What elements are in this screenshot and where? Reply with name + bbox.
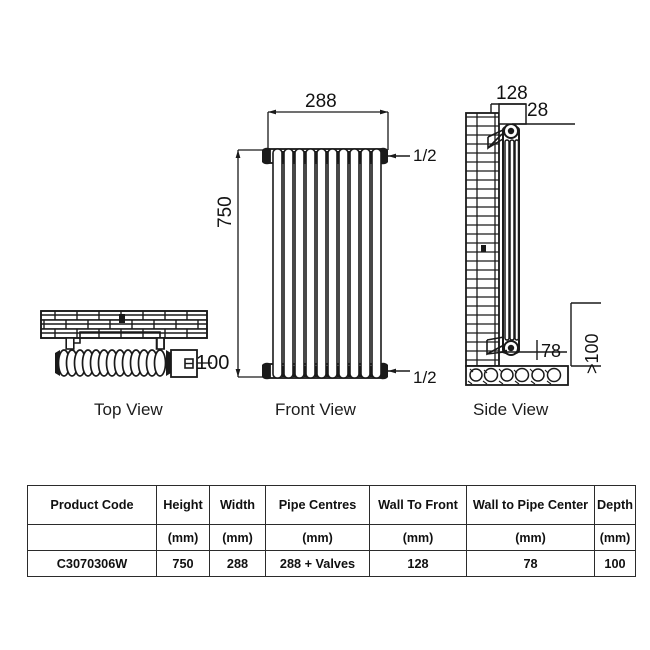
- top-view-group: [40, 310, 212, 378]
- front-height-dimension-text: 750: [215, 196, 236, 228]
- side-wall-to-pipe-text: 78: [541, 341, 562, 361]
- side-wall-to-front-dimension: [490, 103, 527, 125]
- front-width-dimension-text: 288: [305, 91, 337, 112]
- top-view-pipes: [65, 331, 165, 350]
- cell-wall-to-front: 128: [369, 550, 467, 577]
- unit-pipe-centres: (mm): [265, 524, 370, 551]
- table-units-row: (mm) (mm) (mm) (mm) (mm) (mm): [27, 524, 636, 551]
- header-depth: Depth: [594, 485, 636, 525]
- unit-depth: (mm): [594, 524, 636, 551]
- unit-wall-to-pipe-center: (mm): [466, 524, 595, 551]
- top-view-radiator: [55, 349, 198, 378]
- front-view-radiator: [262, 147, 388, 380]
- front-view-label: Front View: [275, 400, 356, 419]
- unit-height: (mm): [156, 524, 210, 551]
- side-floor-clearance-text: >100: [582, 333, 602, 374]
- side-view-floor: [465, 365, 569, 386]
- cell-depth: 100: [594, 550, 636, 577]
- table-header-row: Product Code Height Width Pipe Centres W…: [27, 485, 636, 525]
- cell-product-code: C3070306W: [27, 550, 157, 577]
- bottom-connection-size-text: 1/2: [413, 368, 437, 387]
- front-width-dimension: [267, 109, 389, 150]
- side-view-radiator: [502, 123, 520, 356]
- header-wall-to-pipe-center: Wall to Pipe Center: [466, 485, 595, 525]
- top-view-depth-dimension-text: 100: [196, 352, 230, 374]
- side-floor-clearance-dimension: [570, 302, 601, 367]
- front-view-group: [235, 109, 410, 380]
- specification-table: Product Code Height Width Pipe Centres W…: [27, 485, 636, 577]
- cell-pipe-centres: 288 + Valves: [265, 550, 370, 577]
- cell-height: 750: [156, 550, 210, 577]
- top-view-wall: [40, 310, 208, 339]
- header-pipe-centres: Pipe Centres: [265, 485, 370, 525]
- top-connection-size-text: 1/2: [413, 146, 437, 165]
- front-connection-leaders: [388, 153, 410, 374]
- side-view-group: [465, 103, 601, 386]
- unit-wall-to-front: (mm): [369, 524, 467, 551]
- header-height: Height: [156, 485, 210, 525]
- side-view-wall: [465, 112, 500, 367]
- header-product-code: Product Code: [27, 485, 157, 525]
- unit-product-code: [27, 524, 157, 551]
- side-top-offset-text: 28: [527, 100, 549, 121]
- side-view-label: Side View: [473, 400, 549, 419]
- top-view-label: Top View: [94, 400, 163, 419]
- front-height-dimension: [235, 149, 268, 378]
- cell-width: 288: [209, 550, 266, 577]
- header-wall-to-front: Wall To Front: [369, 485, 467, 525]
- header-width: Width: [209, 485, 266, 525]
- side-wall-to-front-text: 128: [496, 83, 528, 104]
- cell-wall-to-pipe-center: 78: [466, 550, 595, 577]
- table-row: C3070306W 750 288 288 + Valves 128 78 10…: [27, 550, 636, 577]
- unit-width: (mm): [209, 524, 266, 551]
- side-wall-to-pipe-dimension: [498, 340, 567, 360]
